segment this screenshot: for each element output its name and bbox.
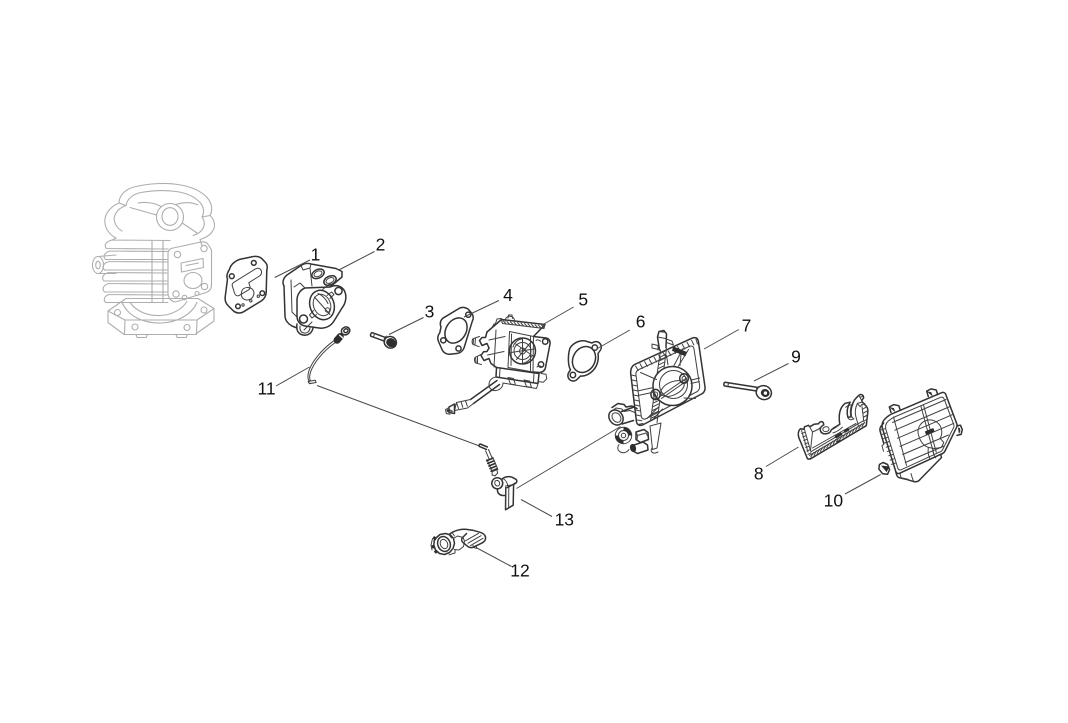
svg-text:6: 6	[636, 312, 646, 332]
svg-text:7: 7	[742, 316, 752, 336]
svg-text:4: 4	[503, 285, 513, 305]
svg-text:12: 12	[510, 561, 529, 581]
svg-text:5: 5	[578, 290, 588, 310]
svg-text:2: 2	[376, 235, 386, 255]
svg-text:3: 3	[425, 302, 435, 322]
svg-text:9: 9	[791, 347, 801, 367]
svg-text:10: 10	[824, 491, 844, 511]
svg-text:8: 8	[754, 464, 764, 484]
svg-text:11: 11	[258, 379, 276, 399]
svg-text:1: 1	[311, 245, 321, 265]
svg-text:13: 13	[555, 510, 574, 530]
